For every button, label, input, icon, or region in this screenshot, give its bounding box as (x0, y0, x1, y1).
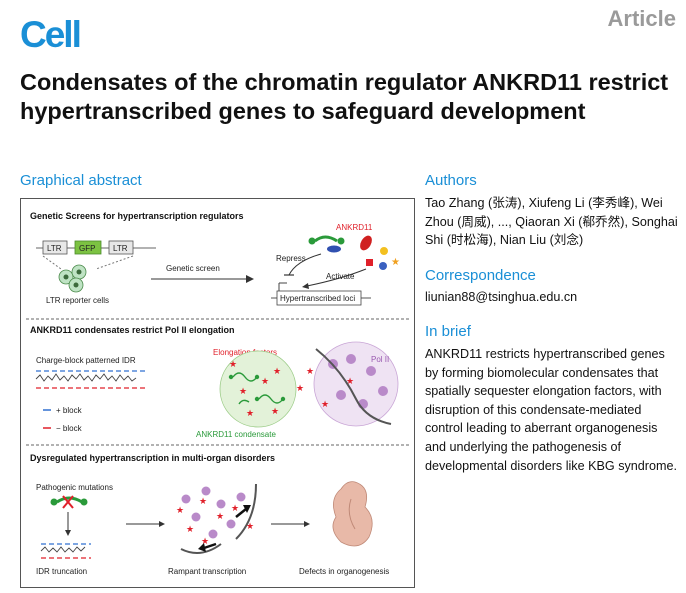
svg-text:★: ★ (261, 377, 269, 387)
correspondence-email[interactable]: liunian88@tsinghua.edu.cn (425, 290, 578, 304)
ltr-label-2: LTR (113, 244, 128, 253)
authors-heading: Authors (425, 172, 477, 189)
ankrd11-condensate-droplet (219, 350, 297, 428)
graphical-abstract-heading: Graphical abstract (20, 172, 142, 189)
svg-text:★: ★ (186, 525, 194, 535)
genetic-screen-label: Genetic screen (166, 264, 220, 273)
pathogenic-mutations-label: Pathogenic mutations (36, 483, 113, 492)
authors-list: Tao Zhang (张涛), Xiufeng Li (李秀峰), Wei Zh… (425, 196, 678, 248)
hypertranscribed-loci-label: Hypertranscribed loci (280, 294, 355, 303)
reporter-cells-icon (58, 264, 87, 293)
activate-label: Activate (326, 272, 355, 281)
rampant-transcription-icon: ★ ★ ★ ★ ★ ★ ★ (176, 483, 257, 554)
svg-text:★: ★ (296, 384, 304, 394)
paper-title: Condensates of the chromatin regulator A… (20, 69, 669, 124)
regulator-proteins-icon: ★ (308, 235, 400, 270)
graphical-abstract-figure: Genetic Screens for hypertranscription r… (20, 198, 415, 588)
minus-block-legend: − block (56, 424, 83, 433)
panel2-heading: ANKRD11 condensates restrict Pol II elon… (30, 325, 235, 335)
organ-defect-icon (332, 481, 373, 547)
svg-text:★: ★ (273, 367, 281, 377)
svg-text:★: ★ (306, 367, 314, 377)
svg-text:★: ★ (229, 360, 237, 370)
ankrd11-condensate-label: ANKRD11 condensate (196, 430, 276, 439)
mutated-ankrd11-icon (40, 495, 91, 559)
idr-charge-pattern (35, 370, 146, 389)
svg-text:★: ★ (246, 522, 254, 532)
ankrd11-label: ANKRD11 (336, 223, 373, 232)
ltr-box-2 (108, 240, 134, 255)
panel1-heading: Genetic Screens for hypertranscription r… (30, 211, 244, 221)
reporter-cells-label: LTR reporter cells (46, 296, 109, 305)
in-brief-heading: In brief (425, 323, 471, 340)
elongation-factors-label: Elongation factors (213, 348, 277, 357)
correspondence-heading: Correspondence (425, 267, 536, 284)
svg-text:★: ★ (271, 407, 279, 417)
defects-organogenesis-label: Defects in organogenesis (299, 567, 389, 576)
gfp-box (74, 240, 102, 255)
idr-truncation-label: IDR truncation (36, 567, 87, 576)
rampant-transcription-label: Rampant transcription (168, 567, 246, 576)
svg-text:★: ★ (216, 512, 224, 522)
svg-text:★: ★ (346, 377, 354, 387)
in-brief-text: ANKRD11 restricts hypertranscribed genes… (425, 347, 677, 473)
svg-text:★: ★ (176, 506, 184, 516)
svg-text:★: ★ (321, 400, 329, 410)
svg-text:★: ★ (391, 257, 400, 268)
ltr-label-1: LTR (47, 244, 62, 253)
gfp-label: GFP (79, 244, 95, 253)
panel3-heading: Dysregulated hypertranscription in multi… (30, 453, 275, 463)
pol2-label: Pol II (371, 355, 389, 364)
repress-label: Repress (276, 254, 306, 263)
ltr-box-1 (42, 240, 68, 255)
graphical-abstract-svg: Genetic Screens for hypertranscription r… (26, 211, 411, 576)
hypertranscribed-loci-box (276, 290, 362, 306)
svg-text:★: ★ (246, 409, 254, 419)
svg-text:★: ★ (239, 387, 247, 397)
condensate-contents: ★ ★ ★ ★ ★ ★ ★ ★ ★ ★ (228, 348, 392, 425)
svg-text:★: ★ (199, 497, 207, 507)
plus-block-legend: + block (56, 406, 83, 415)
journal-logo: Cell (20, 14, 82, 55)
svg-text:★: ★ (201, 537, 209, 547)
svg-text:★: ★ (231, 504, 239, 514)
article-type-label: Article (607, 6, 676, 31)
idr-label: Charge-block patterned IDR (36, 356, 136, 365)
